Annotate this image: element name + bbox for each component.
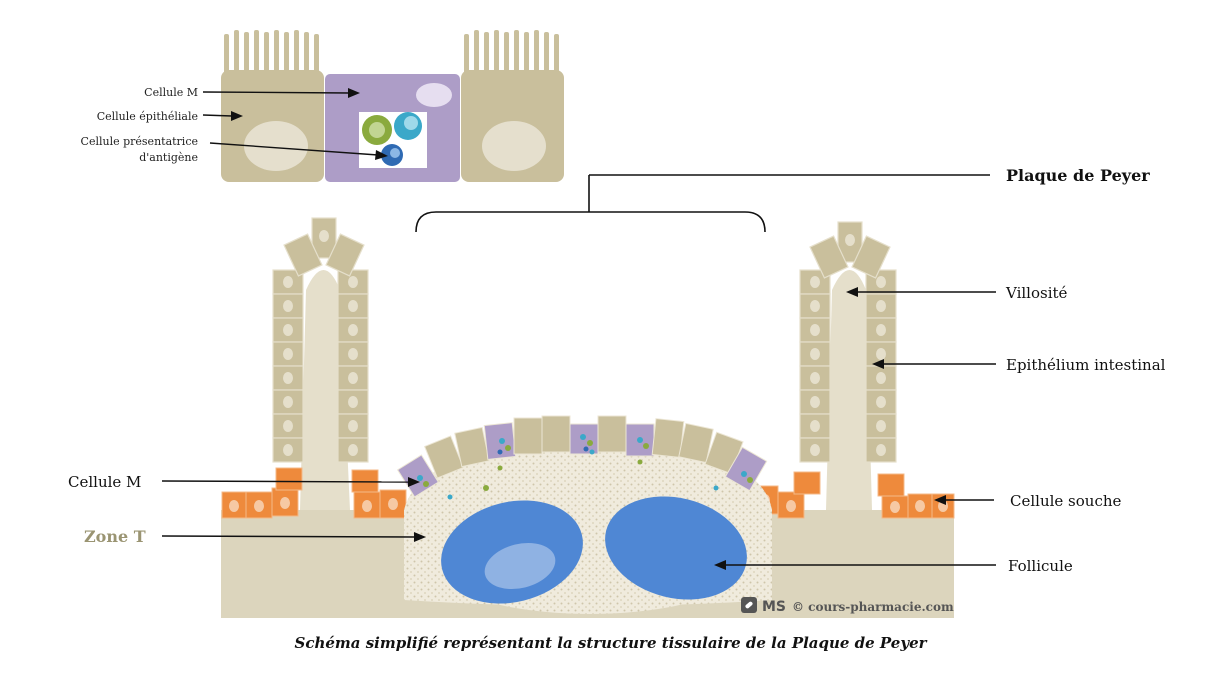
label-intestinal-epithelium: Epithélium intestinal [1006, 356, 1166, 374]
inset-nucleus-right [482, 121, 546, 171]
label-stem-cell: Cellule souche [1010, 492, 1122, 510]
label-follicle: Follicule [1008, 557, 1073, 575]
label-t-zone: Zone T [84, 527, 146, 546]
villus-right [799, 221, 897, 463]
tissue-section [221, 217, 955, 618]
inset-label-apc-line1: Cellule présentatrice [81, 135, 198, 148]
antigen-particles [417, 434, 753, 500]
inset-cells [221, 30, 564, 182]
label-arrows [161, 287, 996, 570]
stem-cells-right [751, 471, 955, 519]
inset-label-apc-line2: d'antigène [139, 151, 198, 164]
inset-label-epithelial-cell: Cellule épithéliale [97, 110, 198, 123]
germinal-center [484, 542, 556, 590]
inset-arrows [202, 88, 388, 160]
label-villus: Villosité [1005, 284, 1068, 302]
label-m-cell: Cellule M [68, 473, 141, 491]
watermark-text: © cours-pharmacie.com [792, 600, 954, 614]
inset-m-cell-nucleus [416, 83, 452, 107]
watermark: MS © cours-pharmacie.com [741, 597, 954, 615]
watermark-logo: MS [762, 599, 786, 615]
follicle-right [605, 496, 747, 600]
inset-label-m-cell: Cellule M [144, 86, 198, 99]
inset-nucleus-left [244, 121, 308, 171]
label-peyer-patch: Plaque de Peyer [1006, 166, 1150, 185]
peyer-patch-bracket [415, 211, 766, 233]
figure-caption: Schéma simplifié représentant la structu… [294, 634, 927, 652]
